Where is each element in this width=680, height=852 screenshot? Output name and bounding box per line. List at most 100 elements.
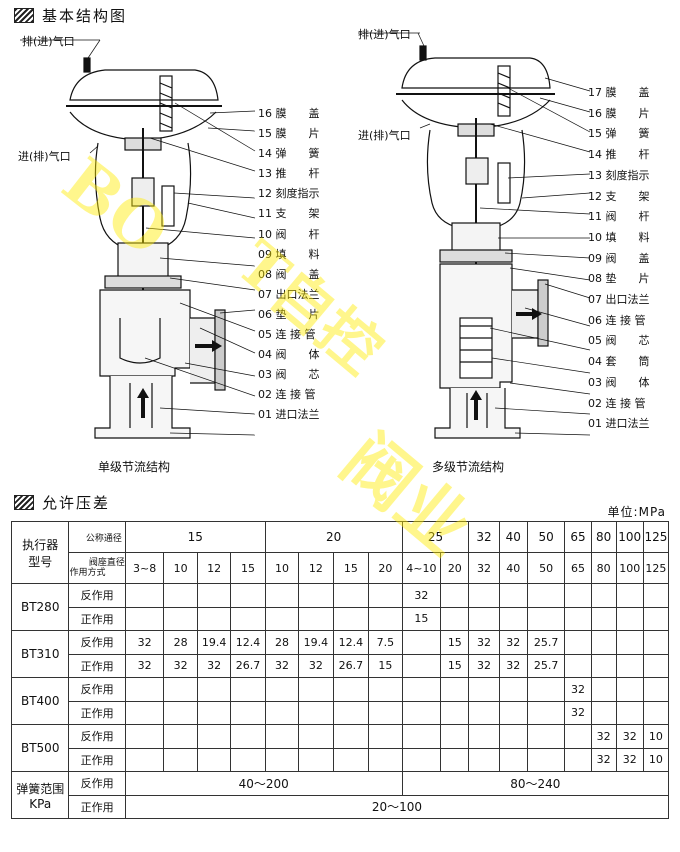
inlet-flow-arrow-icon — [470, 390, 482, 420]
section-structure-heading: 基本结构图 — [14, 5, 127, 26]
pressure-value-cell — [440, 606, 470, 631]
pressure-value-cell — [401, 677, 442, 702]
pressure-value-cell — [440, 677, 470, 702]
action-mode-cell: 反作用 — [68, 724, 126, 749]
pressure-value-cell — [368, 724, 403, 749]
pressure-value-cell — [264, 677, 300, 702]
seat-diameter-cell: 10 — [264, 552, 300, 584]
nominal-diameter-header: 公称通径 — [68, 521, 126, 553]
pressure-value-cell — [196, 583, 232, 608]
right-part-label: 11 阀 杆 — [588, 210, 650, 224]
pressure-value-cell — [332, 724, 370, 749]
left-part-label: 09 填 料 — [258, 247, 320, 261]
action-mode-cell: 反作用 — [68, 677, 126, 702]
pressure-value-cell — [264, 583, 300, 608]
left-part-label: 01 进口法兰 — [258, 408, 320, 422]
pressure-value-cell — [526, 583, 566, 608]
right-part-label: 03 阀 体 — [588, 375, 650, 389]
right-part-label: 09 阀 盖 — [588, 251, 650, 265]
pressure-value-cell — [332, 700, 370, 725]
pressure-value-cell — [440, 583, 470, 608]
action-mode-cell: 正作用 — [68, 653, 126, 678]
pressure-value-cell — [196, 724, 232, 749]
table-row: 正作用 32 — [12, 700, 670, 725]
pressure-value-cell — [642, 583, 670, 608]
pressure-value-cell — [196, 677, 232, 702]
pressure-value-cell: 12.4 — [332, 630, 370, 655]
pressure-value-cell — [298, 700, 334, 725]
pressure-value-cell — [590, 630, 617, 655]
spring-range-value: 40～200 — [124, 771, 403, 796]
pressure-value-cell — [615, 653, 644, 678]
pressure-value-cell — [615, 677, 644, 702]
seat-diameter-cell: 100 — [615, 552, 644, 584]
seat-diameter-cell: 80 — [590, 552, 617, 584]
pressure-value-cell: 32 — [498, 630, 528, 655]
action-mode-cell: 正作用 — [68, 747, 126, 772]
right-part-labels: 17 膜 盖 16 膜 片 15 弹 簧 14 推 杆 13 刻度指示 12 支… — [588, 83, 670, 435]
pressure-value-cell — [401, 630, 442, 655]
right-part-label: 10 填 料 — [588, 230, 650, 244]
seat-diameter-cell: 12 — [196, 552, 232, 584]
right-exhaust-port-label: 排(进)气口 — [358, 28, 411, 41]
pressure-value-cell: 19.4 — [298, 630, 334, 655]
dn-group-header: 15 — [124, 521, 266, 553]
actuator-model-cell: BT280 — [10, 583, 70, 631]
multi-stage-diagram — [358, 32, 591, 439]
right-part-label: 02 连 接 管 — [588, 396, 646, 410]
pressure-value-cell: 32 — [590, 724, 617, 749]
pressure-value-cell: 32 — [124, 630, 165, 655]
pressure-value-cell: 19.4 — [196, 630, 232, 655]
pressure-value-cell — [590, 677, 617, 702]
pressure-value-cell — [298, 677, 334, 702]
pressure-value-cell — [163, 583, 198, 608]
pressure-value-cell: 28 — [264, 630, 300, 655]
actuator-model-cell: BT500 — [10, 724, 70, 772]
right-part-label: 16 膜 片 — [588, 106, 650, 120]
pressure-value-cell: 32 — [163, 653, 198, 678]
left-part-label: 06 垫 片 — [258, 307, 320, 321]
right-part-label: 06 连 接 管 — [588, 313, 646, 327]
pressure-value-cell — [590, 583, 617, 608]
section-pressure-heading: 允许压差 — [14, 492, 110, 513]
pressure-value-cell — [564, 747, 592, 772]
pressure-value-cell — [526, 747, 566, 772]
dn-group-header: 20 — [264, 521, 403, 553]
action-mode-cell: 正作用 — [68, 700, 126, 725]
pressure-value-cell — [124, 606, 165, 631]
pressure-value-cell: 12.4 — [230, 630, 266, 655]
dn-group-header: 65 — [564, 521, 592, 553]
pressure-value-cell — [124, 677, 165, 702]
section-pressure-title: 允许压差 — [42, 494, 111, 512]
pressure-value-cell — [196, 747, 232, 772]
pressure-value-cell — [298, 724, 334, 749]
right-diagram-caption: 多级节流结构 — [432, 460, 505, 474]
dn-group-header: 80 — [590, 521, 617, 553]
dn-group-header: 50 — [526, 521, 566, 553]
pressure-value-cell — [332, 583, 370, 608]
pressure-value-cell — [401, 747, 442, 772]
action-mode-cell: 反作用 — [68, 630, 126, 655]
pressure-value-cell — [230, 606, 266, 631]
pressure-value-cell — [468, 700, 500, 725]
left-part-labels: 16 膜 盖 15 膜 片 14 弹 簧 13 推 杆 12 刻度指示 11 支… — [258, 104, 338, 426]
pressure-value-cell — [230, 677, 266, 702]
seat-diameter-cell: 20 — [440, 552, 470, 584]
pressure-value-cell — [368, 583, 403, 608]
pressure-value-cell — [526, 677, 566, 702]
left-diagram-caption: 单级节流结构 — [98, 460, 171, 474]
seat-diameter-cell: 50 — [526, 552, 566, 584]
pressure-value-cell: 32 — [564, 700, 592, 725]
pressure-value-cell — [230, 724, 266, 749]
dn-group-header: 125 — [642, 521, 670, 553]
pressure-value-cell — [298, 747, 334, 772]
